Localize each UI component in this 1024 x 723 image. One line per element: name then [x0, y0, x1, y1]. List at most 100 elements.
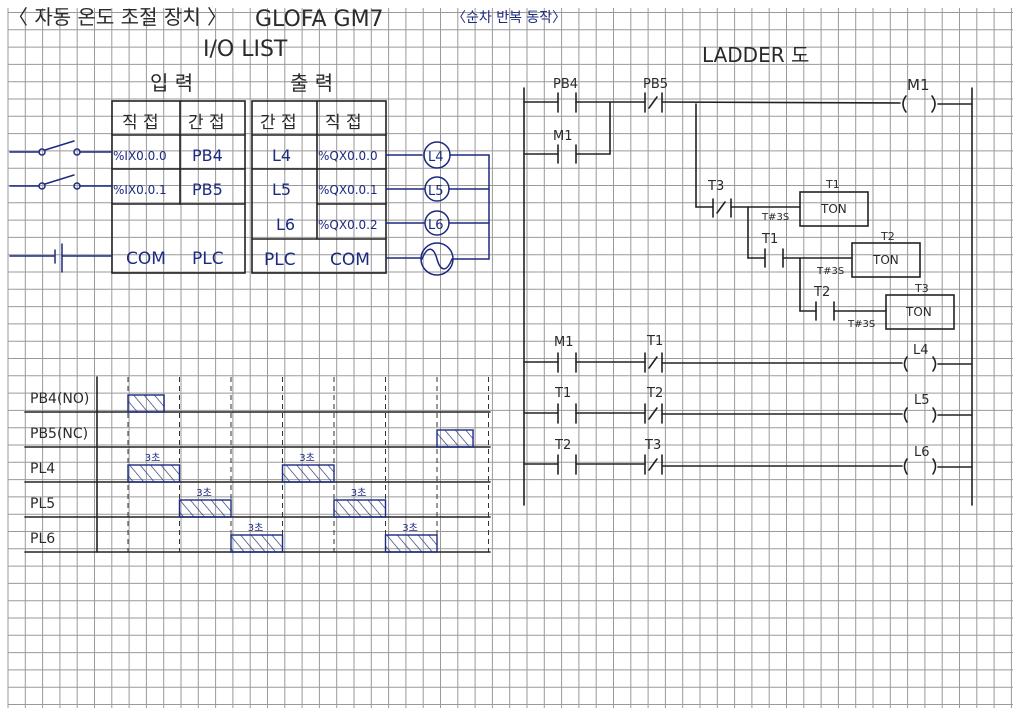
- nc-contact-icon: [644, 352, 663, 373]
- duration-note: 3초: [299, 452, 315, 464]
- signal-pulse: [127, 464, 181, 483]
- ladder-rung: T1 T2 L5: [523, 386, 973, 424]
- input-plc-label: PLC: [192, 249, 224, 269]
- timer-preset-label: T#3S: [847, 319, 875, 330]
- nc-contact-icon: [644, 454, 663, 475]
- signal-label: PL5: [30, 496, 55, 512]
- contact-label: PB5: [643, 77, 668, 92]
- output-tag: L6: [276, 215, 295, 234]
- no-contact-icon: [557, 403, 577, 424]
- coil-icon: [903, 458, 937, 475]
- timer-preset-label: T#3S: [816, 266, 844, 277]
- ac-power-source-icon: [420, 242, 454, 276]
- contact-label: T2: [554, 438, 571, 453]
- no-contact-icon: [815, 301, 835, 321]
- signal-label: PB4(NO): [30, 391, 89, 407]
- signal-label: PB5(NC): [30, 426, 88, 442]
- timer-name-label: T3: [914, 282, 929, 295]
- contact-label: T3: [707, 179, 724, 194]
- signal-label: PL6: [30, 531, 55, 547]
- coil-label: M1: [907, 76, 930, 94]
- contact-label: T1: [761, 232, 778, 247]
- duration-note: 3초: [248, 522, 264, 534]
- timer-type-label: TON: [905, 305, 932, 319]
- ladder-diagram: PB4 PB5 M1 M1 T3 TON T1 T#3S: [523, 76, 973, 506]
- grid-background: [7, 8, 1013, 708]
- timer-type-label: TON: [820, 202, 847, 216]
- signal-label: PL4: [30, 461, 55, 477]
- signal-pulse: [333, 499, 387, 518]
- timing-diagram: PB4(NO) PB5(NC) PL4 3초 3초 PL5 3초 3초 PL6 3초 3초: [24, 376, 491, 553]
- output-tag: L5: [272, 180, 291, 199]
- output-header-direct: 직 접: [325, 113, 362, 133]
- output-wiring: L4 L5 L6: [385, 141, 490, 276]
- contact-label: M1: [554, 335, 574, 350]
- ton-timer-block: [851, 242, 921, 278]
- contact-label: PB4: [553, 77, 578, 92]
- output-address: %QX0.0.2: [318, 218, 378, 232]
- operation-subtitle: 〈순차 반복 동작〉: [452, 10, 566, 26]
- no-contact-icon: [557, 144, 577, 164]
- push-button-switch-icon: [9, 140, 113, 156]
- input-common-label: COM: [126, 249, 166, 269]
- contact-label: T3: [644, 438, 661, 453]
- input-header-direct: 직 접: [122, 113, 159, 133]
- io-list-title: I/O LIST: [203, 37, 288, 62]
- nc-contact-icon: [644, 403, 663, 424]
- svg-text:L4: L4: [428, 150, 444, 165]
- dc-battery-icon: [9, 243, 113, 273]
- signal-pulse: [384, 534, 438, 553]
- duration-note: 3초: [402, 522, 418, 534]
- plc-model-label: GLOFA GM7: [255, 7, 384, 32]
- svg-text:L5: L5: [428, 184, 444, 199]
- no-contact-icon: [764, 248, 784, 268]
- coil-icon: [903, 407, 937, 423]
- input-header-indirect: 간 접: [188, 113, 225, 133]
- timer-rungs: T3 TON T1 T#3S T1 TON T2 T#3S T2 TON T3 …: [695, 103, 955, 330]
- lamp-icon: L6: [424, 210, 450, 236]
- svg-text:L6: L6: [428, 218, 444, 233]
- signal-pulse: [178, 499, 232, 518]
- ton-timer-block: [799, 191, 869, 227]
- input-tag: PB5: [192, 180, 223, 199]
- ladder-rung: T2 T3 L6: [523, 438, 973, 475]
- input-address: %IX0.0.1: [113, 183, 167, 197]
- document-title: 〈 자동 온도 조절 장치 〉: [8, 5, 227, 29]
- duration-note: 3초: [145, 452, 161, 464]
- signal-pulse: [230, 534, 284, 553]
- coil-icon: [902, 95, 936, 113]
- output-section-title: 출 력: [290, 71, 333, 95]
- nc-contact-icon: [712, 198, 732, 218]
- lamp-icon: L5: [424, 176, 450, 202]
- output-address: %QX0.0.1: [318, 183, 378, 197]
- ladder-rung: PB4 PB5 M1 M1: [523, 76, 973, 164]
- contact-label: T1: [554, 386, 571, 401]
- ladder-rung: M1 T1 L4: [523, 334, 973, 373]
- coil-label: L6: [914, 445, 930, 460]
- coil-icon: [903, 356, 937, 372]
- output-tag: L4: [272, 146, 291, 165]
- timer-preset-label: T#3S: [761, 212, 789, 223]
- coil-label: L5: [914, 393, 930, 408]
- ton-timer-block: [885, 294, 955, 330]
- contact-label: T1: [646, 334, 663, 349]
- contact-label: T2: [813, 285, 830, 300]
- signal-pulse: [281, 464, 335, 483]
- input-tag: PB4: [192, 146, 223, 165]
- output-common-label: COM: [330, 250, 370, 270]
- no-contact-icon: [557, 92, 577, 113]
- timer-type-label: TON: [872, 253, 899, 267]
- coil-label: L4: [913, 343, 929, 358]
- no-contact-icon: [557, 454, 577, 475]
- input-address: %IX0.0.0: [113, 149, 167, 163]
- timer-name-label: T2: [880, 230, 895, 243]
- duration-note: 3초: [351, 487, 367, 499]
- duration-note: 3초: [196, 487, 212, 499]
- output-header-indirect: 간 접: [260, 113, 297, 133]
- signal-pulse: [436, 429, 474, 448]
- contact-label: M1: [553, 129, 573, 144]
- input-wiring: [9, 140, 113, 273]
- timer-name-label: T1: [825, 178, 840, 191]
- lamp-icon: L4: [423, 141, 451, 169]
